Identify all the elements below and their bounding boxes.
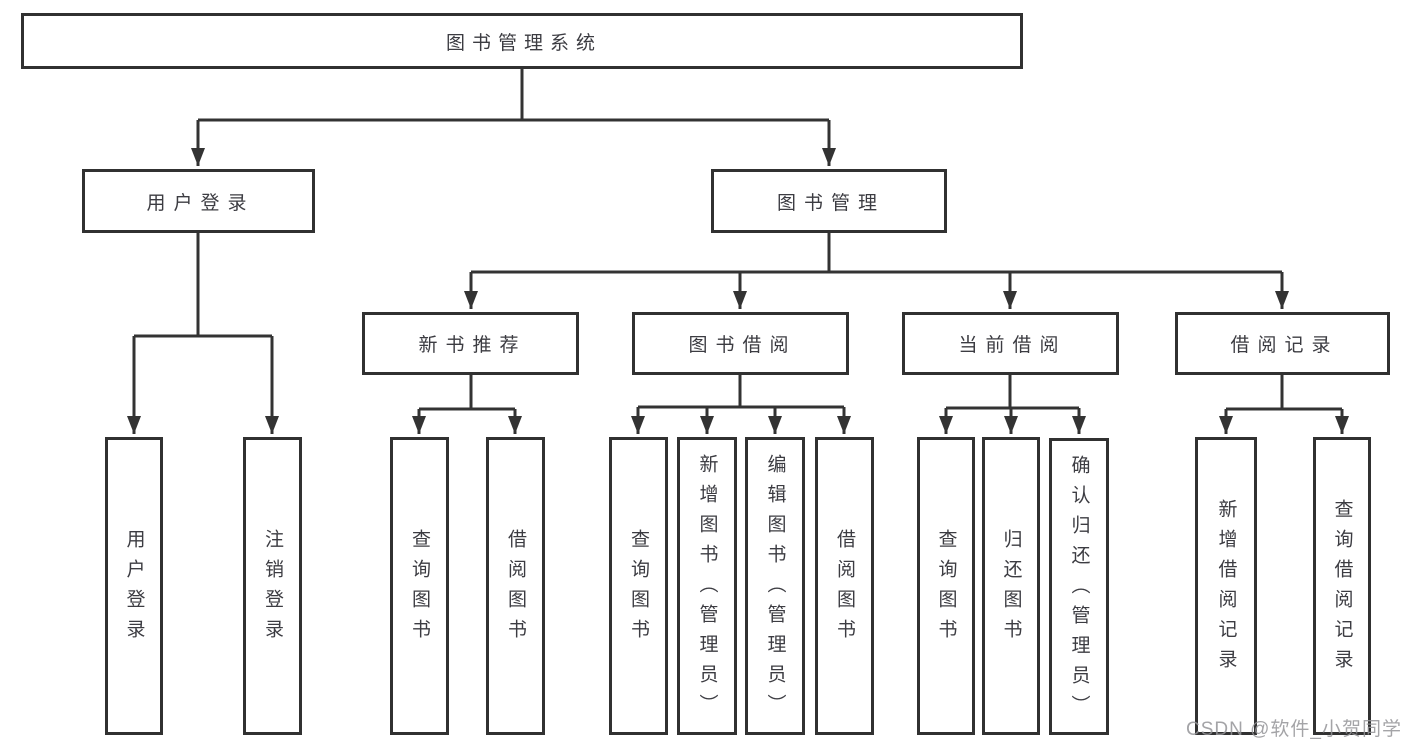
node-user-login: 用户登录 [82, 169, 315, 233]
node-borrowing-records: 借阅记录 [1175, 312, 1390, 375]
node-book-borrowing: 图书借阅 [632, 312, 849, 375]
leaf-nb-borrow-books: 借阅图书 [486, 437, 545, 735]
node-book-management: 图书管理 [711, 169, 947, 233]
leaf-user-login: 用户登录 [105, 437, 163, 735]
leaf-logout: 注销登录 [243, 437, 302, 735]
leaf-cb-confirm-return-admin: 确认归还（管理员） [1049, 438, 1109, 735]
leaf-br-add-record: 新增借阅记录 [1195, 437, 1257, 735]
leaf-bb-edit-books-admin: 编辑图书（管理员） [745, 437, 805, 735]
leaf-cb-query-books: 查询图书 [917, 437, 975, 735]
node-new-book-recommend: 新书推荐 [362, 312, 579, 375]
leaf-bb-borrow-books: 借阅图书 [815, 437, 874, 735]
node-system-root: 图书管理系统 [21, 13, 1023, 69]
leaf-bb-query-books: 查询图书 [609, 437, 668, 735]
leaf-cb-return-books: 归还图书 [982, 437, 1040, 735]
leaf-bb-add-books-admin: 新增图书（管理员） [677, 437, 737, 735]
node-current-borrowing: 当前借阅 [902, 312, 1119, 375]
leaf-nb-query-books: 查询图书 [390, 437, 449, 735]
leaf-br-query-record: 查询借阅记录 [1313, 437, 1371, 735]
csdn-watermark: CSDN @软件_小贺同学 [1186, 719, 1402, 740]
